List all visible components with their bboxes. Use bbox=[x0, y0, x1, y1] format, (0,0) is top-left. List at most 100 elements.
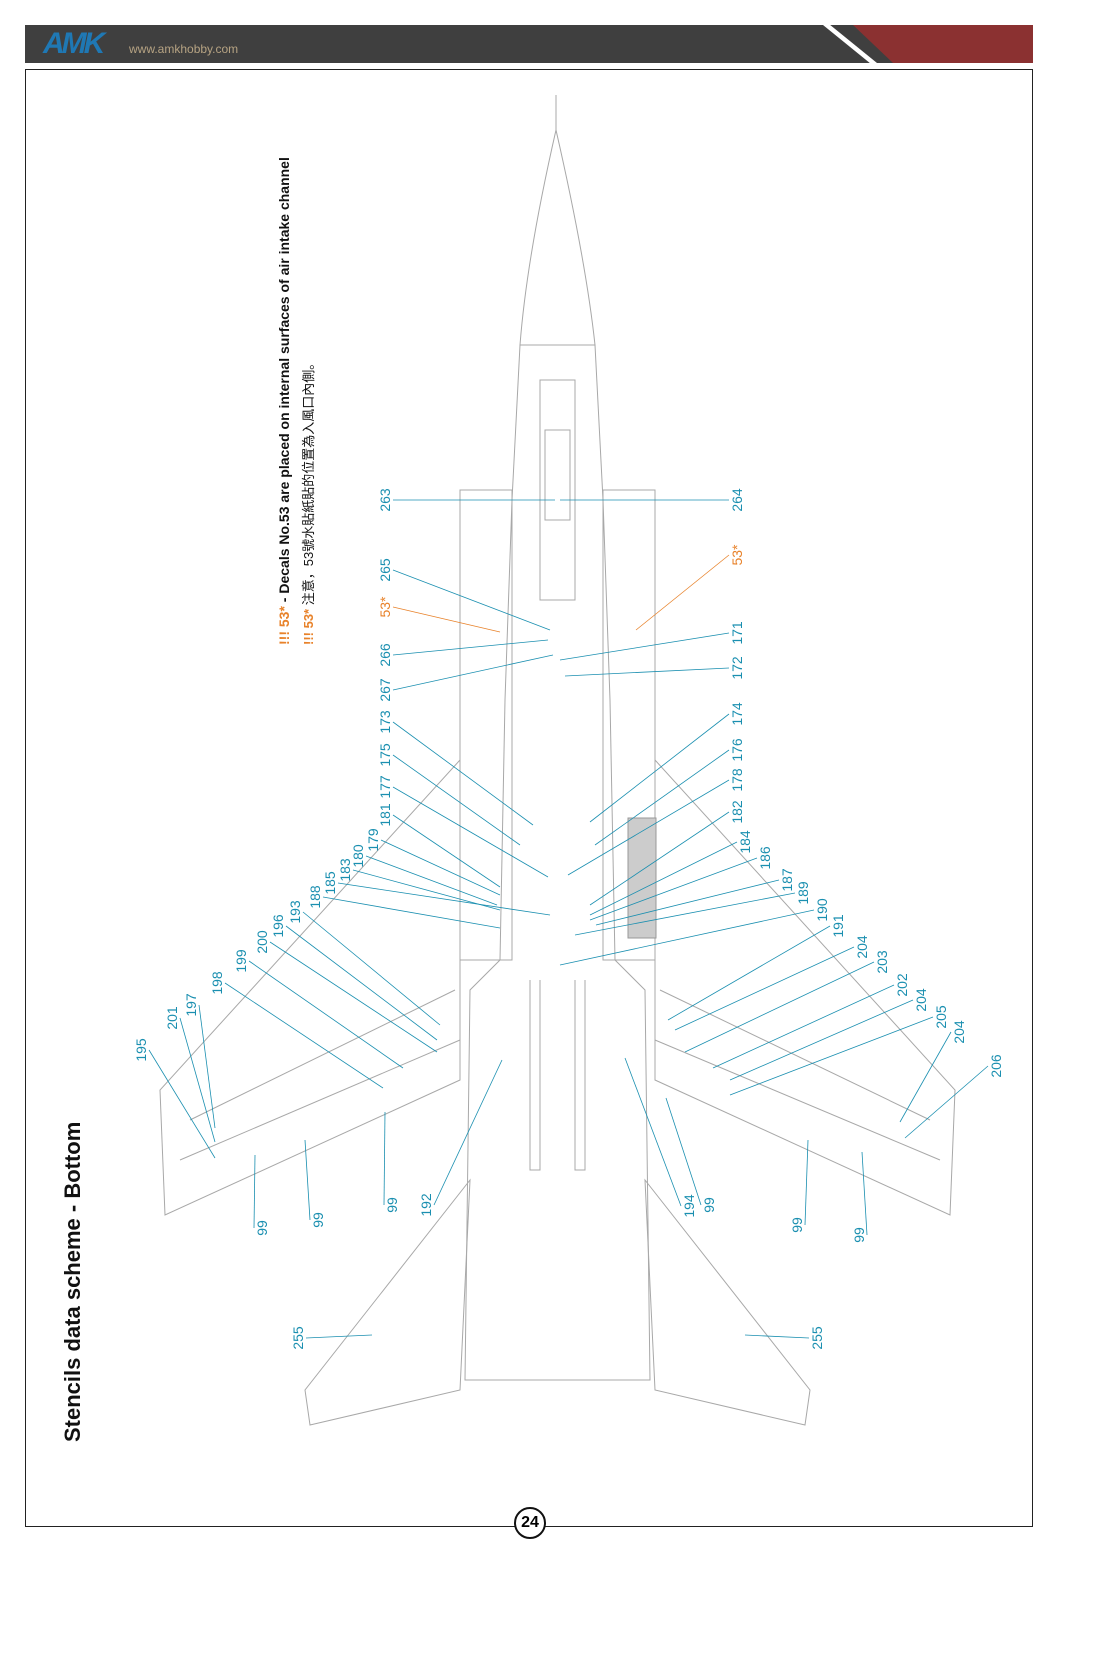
leader-line bbox=[248, 960, 404, 1069]
callout-label: 200 bbox=[254, 930, 270, 954]
leader-line bbox=[804, 1139, 809, 1226]
leader-line bbox=[635, 554, 730, 631]
callout-label: 53* bbox=[729, 544, 745, 566]
callout-label: 190 bbox=[814, 898, 830, 922]
callout-label: 175 bbox=[377, 743, 393, 767]
callout-label: 53* bbox=[377, 596, 393, 618]
page-title: Stencils data scheme - Bottom bbox=[60, 1121, 85, 1442]
nose-cone bbox=[519, 95, 596, 346]
callout-label: 179 bbox=[365, 828, 381, 852]
left-intake bbox=[459, 489, 513, 961]
callout-label: 192 bbox=[418, 1193, 434, 1217]
leader-line bbox=[899, 1031, 952, 1123]
callout-label: 201 bbox=[164, 1006, 180, 1030]
callout-label: 198 bbox=[209, 971, 225, 995]
leader-line bbox=[392, 606, 501, 633]
leader-line bbox=[744, 1334, 810, 1339]
leader-line bbox=[224, 982, 384, 1089]
callout-label: 181 bbox=[377, 803, 393, 827]
callout-label: 193 bbox=[287, 900, 303, 924]
callout-label: 99 bbox=[310, 1212, 326, 1228]
callout-label: 204 bbox=[913, 988, 929, 1012]
callout-label: 264 bbox=[729, 488, 745, 512]
leader-line bbox=[392, 569, 551, 631]
leader-line bbox=[684, 961, 875, 1053]
website-link: www.amkhobby.com bbox=[129, 42, 239, 56]
callout-label: 204 bbox=[854, 935, 870, 959]
callout-label: 266 bbox=[377, 643, 393, 667]
leader-line bbox=[729, 999, 914, 1081]
callout-label: 199 bbox=[233, 949, 249, 973]
leader-line bbox=[198, 1004, 216, 1129]
note-text: 注意，53號水貼紙貼的位置為入風口內側。 bbox=[301, 356, 316, 609]
leader-line bbox=[589, 811, 730, 906]
callout-label: 205 bbox=[933, 1005, 949, 1029]
leader-line bbox=[589, 857, 758, 921]
callout-label: 185 bbox=[322, 871, 338, 895]
leader-line bbox=[667, 925, 831, 1021]
amk-logo: AMK bbox=[43, 27, 105, 60]
leader-line bbox=[148, 1049, 216, 1159]
callout-label: 206 bbox=[988, 1054, 1004, 1078]
leader-line bbox=[305, 1334, 373, 1339]
right-stabilizer bbox=[644, 1178, 811, 1426]
callout-label: 182 bbox=[729, 800, 745, 824]
callout-label: 172 bbox=[729, 656, 745, 680]
callout-label: 171 bbox=[729, 621, 745, 645]
leader-line bbox=[904, 1065, 989, 1139]
leader-line bbox=[559, 632, 730, 661]
leader-line bbox=[380, 839, 501, 896]
leader-line bbox=[589, 713, 730, 823]
leader-line bbox=[269, 941, 438, 1053]
callout-label: 255 bbox=[809, 1326, 825, 1350]
leader-line bbox=[574, 892, 796, 936]
left-stabilizer bbox=[304, 1178, 471, 1426]
callout-label: 99 bbox=[789, 1217, 805, 1233]
leader-line bbox=[383, 1111, 386, 1206]
leader-line bbox=[304, 1139, 311, 1221]
leader-line bbox=[392, 814, 501, 888]
callout-label: 267 bbox=[377, 678, 393, 702]
note-text: - Decals No.53 are placed on internal su… bbox=[276, 157, 292, 607]
leader-line bbox=[674, 946, 855, 1031]
page-number: 24 bbox=[514, 1507, 546, 1539]
callout-label: 195 bbox=[133, 1038, 149, 1062]
callout-label: 189 bbox=[795, 881, 811, 905]
callout-label: 184 bbox=[737, 830, 753, 854]
left-wing bbox=[159, 758, 461, 1216]
leader-line bbox=[285, 925, 438, 1041]
leader-line bbox=[433, 1059, 503, 1206]
leader-line bbox=[559, 909, 815, 966]
callout-label: 191 bbox=[830, 914, 846, 938]
callout-label: 183 bbox=[337, 858, 353, 882]
leader-line bbox=[392, 639, 549, 656]
leader-line bbox=[337, 882, 551, 916]
callout-label: 176 bbox=[729, 738, 745, 762]
leader-line bbox=[861, 1151, 868, 1236]
note-marker: !!! 53* bbox=[276, 606, 292, 645]
leader-line bbox=[392, 721, 534, 826]
leader-line bbox=[302, 911, 441, 1026]
leader-line bbox=[365, 855, 498, 906]
callout-label: 99 bbox=[384, 1197, 400, 1213]
leader-line bbox=[179, 1017, 216, 1143]
callout-label: 188 bbox=[307, 885, 323, 909]
leader-line bbox=[392, 786, 549, 878]
leader-line bbox=[392, 754, 521, 846]
callout-label: 204 bbox=[951, 1020, 967, 1044]
callout-label: 197 bbox=[183, 993, 199, 1017]
callout-label: 194 bbox=[681, 1194, 697, 1218]
callout-label: 99 bbox=[254, 1220, 270, 1236]
right-wing bbox=[654, 758, 956, 1216]
callout-label: 186 bbox=[757, 846, 773, 870]
leader-line bbox=[665, 1097, 702, 1206]
callout-label: 174 bbox=[729, 702, 745, 726]
leader-line bbox=[352, 869, 501, 911]
callout-label: 178 bbox=[729, 768, 745, 792]
note-marker: !!! 53* bbox=[301, 608, 316, 645]
leader-line bbox=[729, 1016, 934, 1096]
note-chinese: !!! 53* 注意，53號水貼紙貼的位置為入風口內側。 bbox=[298, 357, 317, 645]
leader-line bbox=[624, 1057, 682, 1207]
